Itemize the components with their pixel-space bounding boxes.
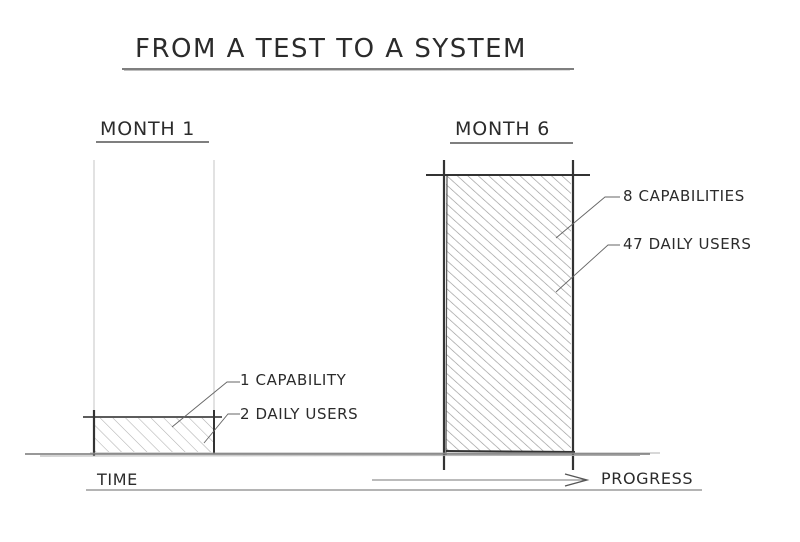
- month-6-users-annotation: 47 DAILY USERS: [623, 235, 752, 253]
- baseline: [25, 452, 660, 457]
- diagram-title: FROM A TEST TO A SYSTEM: [135, 34, 527, 64]
- month-6-label: MONTH 6: [455, 118, 551, 140]
- title-underline: [122, 68, 574, 71]
- month-1-users-annotation: 2 DAILY USERS: [240, 405, 359, 423]
- time-axis-label: TIME: [97, 470, 138, 489]
- progress-axis-label: PROGRESS: [601, 469, 694, 488]
- month-6-bar: [426, 160, 590, 470]
- month-1-capabilities-annotation: 1 CAPABILITY: [240, 371, 347, 389]
- month-1-label: MONTH 1: [100, 118, 196, 140]
- month-1-bar: [83, 410, 222, 456]
- leader-lines: [171, 196, 620, 444]
- month-6-capabilities-annotation: 8 CAPABILITIES: [623, 187, 745, 205]
- month-1-guides: [93, 160, 215, 452]
- progress-arrow: [372, 473, 590, 487]
